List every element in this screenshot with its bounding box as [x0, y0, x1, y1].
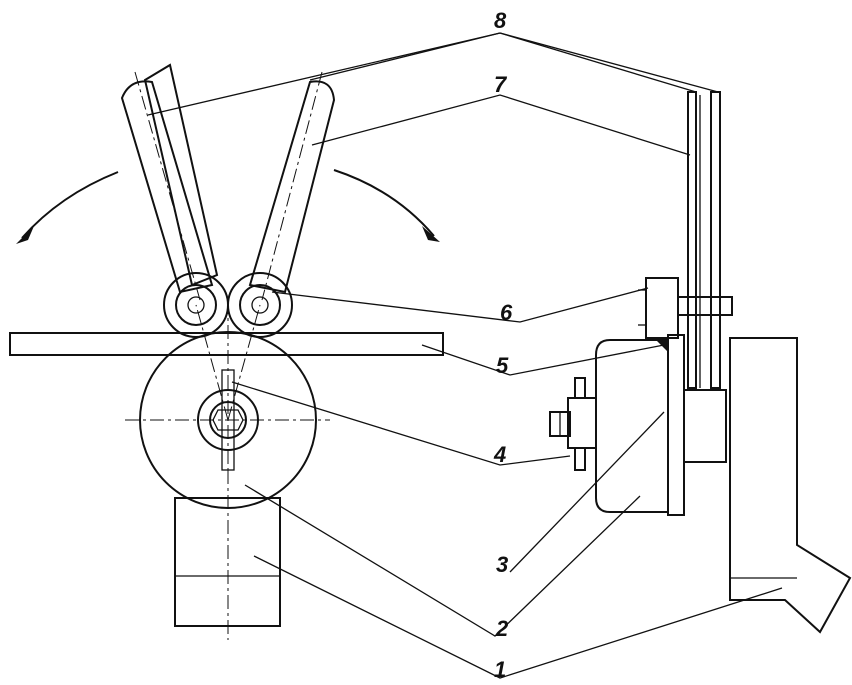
- label-1: 1: [494, 657, 506, 682]
- wing-screw: [549, 377, 597, 471]
- base-column: [174, 470, 281, 640]
- vertical-rods: [677, 91, 733, 389]
- housing: [595, 334, 727, 516]
- swing-arrow-right: [333, 169, 440, 242]
- swing-arrow-left: [16, 171, 119, 244]
- label-7: 7: [494, 72, 508, 97]
- label-2: 2: [495, 616, 509, 641]
- label-8: 8: [494, 8, 507, 33]
- right-roller-arm: [227, 71, 336, 338]
- label-4: 4: [493, 442, 506, 467]
- horizontal-rod: [9, 332, 444, 356]
- clamp-block: [638, 277, 679, 339]
- label-3: 3: [496, 552, 508, 577]
- left-roller-arm: [120, 63, 229, 338]
- leader-lines: [147, 32, 783, 679]
- support-frame: [729, 337, 852, 634]
- label-6: 6: [500, 300, 513, 325]
- label-5: 5: [496, 353, 509, 378]
